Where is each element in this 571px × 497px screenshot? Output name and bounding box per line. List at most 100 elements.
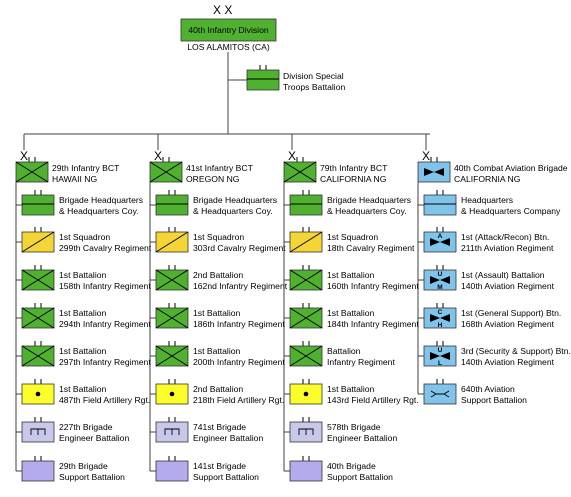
- brigade-1-unit-2-label-line1: 2nd Battalion: [193, 270, 244, 280]
- brigade-3-unit-0-symbol: [423, 190, 457, 216]
- brigade-1-unit-7-symbol-frame: [155, 460, 189, 482]
- brigade-2-unit-0-symbol-frame: [289, 194, 323, 216]
- brigade-1-unit-1-label-line1: 1st Squadron: [193, 232, 245, 242]
- brigade-1-unit-1-label-line2: 303rd Cavalry Regiment: [193, 242, 286, 253]
- brigade-2-symbol: [283, 157, 317, 183]
- brigade-0-echelon: X: [20, 149, 29, 163]
- division-name: 40th Infantry Division: [188, 25, 269, 35]
- brigade-0-unit-3-label-line1: 1st Battalion: [59, 308, 107, 318]
- brigade-2-label-line2: CALIFORNIA NG: [320, 173, 387, 184]
- brigade-0-unit-4-symbol: [21, 341, 55, 367]
- brigade-0-unit-5-label-line2: 487th Field Artillery Rgt.: [59, 394, 151, 405]
- brigade-0-unit-5-symbol-dot: [35, 391, 41, 397]
- brigade-3-unit-4-label: 3rd (Security & Support) Btn.140th Aviat…: [461, 346, 571, 367]
- brigade-3-symbol: [417, 157, 451, 183]
- brigade-1-unit-5-label-line1: 2nd Battalion: [193, 384, 244, 394]
- brigade-3-label-line2: CALIFORNIA NG: [454, 173, 521, 184]
- brigade-0-unit-7-symbol-frame: [21, 460, 55, 482]
- brigade-2-unit-5-label-line1: 1st Battalion: [327, 384, 375, 394]
- brigade-0-unit-3-label-line2: 294th Infantry Regiment: [59, 318, 151, 329]
- brigade-0-unit-6-symbol: [21, 417, 55, 443]
- brigade-1-unit-4-symbol: [155, 341, 189, 367]
- brigade-3-unit-2-symbol-letter: U: [438, 271, 443, 278]
- brigade-1-unit-2-label-line2: 162nd Infantry Regiment: [193, 280, 288, 291]
- brigade-1-unit-5-symbol-dot: [169, 391, 175, 397]
- special-troops-symbol-frame: [246, 69, 280, 91]
- brigade-2-unit-4-label-line2: Infantry Regiment: [327, 356, 395, 367]
- brigade-3-unit-1-label-line1: 1st (Attack/Recon) Btn.: [461, 232, 550, 242]
- brigade-0-label-line1: 29th Infantry BCT: [52, 163, 120, 173]
- brigade-3-unit-4-symbol-letter: U: [438, 347, 443, 354]
- brigade-3-unit-0-label-line2: & Headquarters Company: [461, 205, 561, 216]
- brigade-2-unit-6-label-line2: Engineer Battalion: [327, 432, 398, 443]
- division-echelon: X X: [213, 3, 233, 17]
- brigade-3-unit-2-label-line2: 140th Aviation Regiment: [461, 280, 555, 291]
- brigade-2-unit-3-label-line2: 184th Infantry Regiment: [327, 318, 419, 329]
- brigade-1-echelon: X: [154, 149, 163, 163]
- brigade-2-unit-5-symbol: [289, 379, 323, 405]
- brigade-0-unit-6-label-line2: Engineer Battalion: [59, 432, 130, 443]
- special-troops-symbol: [246, 65, 280, 91]
- brigade-2-unit-2-label-line2: 160th Infantry Regiment: [327, 280, 419, 291]
- brigade-0-unit-4-label-line2: 297th Infantry Regiment: [59, 356, 151, 367]
- brigade-3-unit-1-symbol: A: [423, 227, 457, 253]
- brigade-3-unit-4-label-line2: 140th Aviation Regiment: [461, 356, 555, 367]
- brigade-1-unit-0-label-line1: Brigade Headquarters: [193, 195, 278, 205]
- brigade-2-unit-2-symbol: [289, 265, 323, 291]
- brigade-3-unit-0-label: Headquarters& Headquarters Company: [461, 195, 560, 216]
- brigade-1-unit-0-symbol: [155, 190, 189, 216]
- division-box: [180, 18, 277, 42]
- brigade-3-unit-1-label: 1st (Attack/Recon) Btn.211th Aviation Re…: [461, 232, 553, 253]
- brigade-1-unit-3-symbol: [155, 303, 189, 329]
- brigade-3-unit-3-label-line2: 168th Aviation Regiment: [461, 318, 555, 329]
- brigade-3-unit-1-symbol-letter: A: [438, 233, 443, 240]
- brigade-3-unit-0-label-line1: Headquarters: [461, 195, 514, 205]
- brigade-0-unit-2-label-line2: 158th Infantry Regiment: [59, 280, 151, 291]
- brigade-3-unit-4-symbol: UL: [423, 341, 457, 367]
- brigade-0-unit-0-label-line1: Brigade Headquarters: [59, 195, 144, 205]
- brigade-1-unit-0-symbol-frame: [155, 194, 189, 216]
- brigade-1-unit-3-label-line1: 1st Battalion: [193, 308, 241, 318]
- brigade-3-unit-2-symbol-letter: M: [437, 284, 442, 291]
- brigade-3-unit-3-symbol-rotor: [430, 314, 450, 322]
- brigade-2-unit-1-label-line2: 18th Cavalry Regiment: [327, 242, 415, 253]
- brigade-2-unit-5-label-line2: 143rd Field Artillery Rgt.: [327, 394, 419, 405]
- brigade-0-unit-0-symbol-frame: [21, 194, 55, 216]
- brigade-3-unit-3-symbol-letter: H: [438, 322, 443, 329]
- brigade-0-symbol: [15, 157, 49, 183]
- brigade-1-unit-6-label-line2: Engineer Battalion: [193, 432, 264, 443]
- brigade-1-unit-7-label-line1: 141st Brigade: [193, 461, 247, 471]
- brigade-1-unit-6-label-line1: 741st Brigade: [193, 422, 247, 432]
- brigade-1-unit-4-label-line2: 200th Infantry Regiment: [193, 356, 285, 367]
- brigade-0-unit-3-symbol: [21, 303, 55, 329]
- brigade-0-unit-5-symbol: [21, 379, 55, 405]
- brigade-2-label-line1: 79th Infantry BCT: [320, 163, 388, 173]
- brigade-1-label-line2: OREGON NG: [186, 173, 240, 184]
- brigade-2-unit-0-label: Brigade Headquarters& Headquarters Coy.: [327, 195, 411, 216]
- brigade-1-unit-7-symbol: [155, 456, 189, 482]
- brigade-1-unit-0-label: Brigade Headquarters& Headquarters Coy.: [193, 195, 277, 216]
- brigade-3-unit-2-symbol-rotor: [430, 276, 450, 284]
- brigade-3-unit-5-label-line2: Support Battalion: [461, 394, 527, 405]
- brigade-2-unit-1-symbol: [289, 227, 323, 253]
- brigade-0-unit-7-label-line2: Support Battalion: [59, 471, 125, 482]
- brigade-1-unit-4-label-line1: 1st Battalion: [193, 346, 241, 356]
- brigade-3-symbol-rotor: [424, 168, 444, 176]
- brigade-0-unit-4-label-line1: 1st Battalion: [59, 346, 107, 356]
